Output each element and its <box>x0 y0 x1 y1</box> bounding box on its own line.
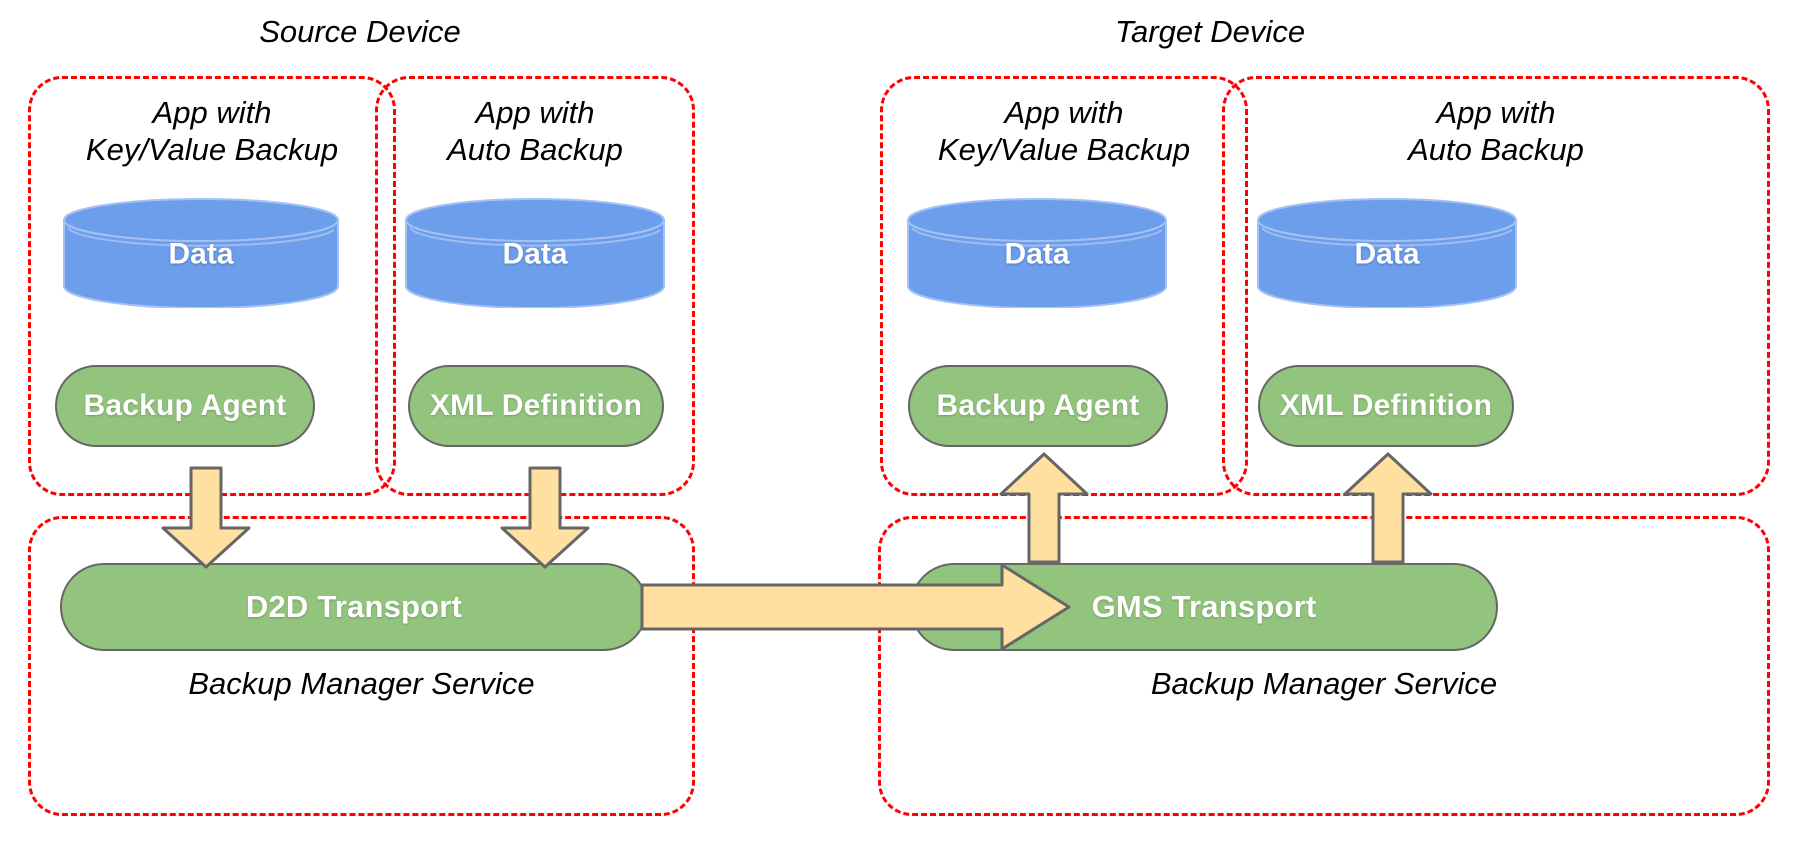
arrow-gms-to-xml-definition <box>1337 451 1439 565</box>
app-title-line1-target-kv: App with <box>1004 95 1124 130</box>
component-xml-definition-source[interactable]: XML Definition <box>408 365 664 447</box>
arrow-xml-definition-to-d2d <box>494 466 596 570</box>
arrow-down-icon <box>500 466 590 569</box>
component-backup-agent-target[interactable]: Backup Agent <box>908 365 1168 447</box>
cylinder-icon <box>1257 198 1517 308</box>
component-label-xml-definition-target: XML Definition <box>1279 389 1493 422</box>
arrow-right-icon <box>640 563 1071 651</box>
transport-d2d[interactable]: D2D Transport <box>60 563 648 651</box>
device-title-source: Source Device <box>259 14 461 49</box>
arrow-backup-agent-to-d2d <box>155 466 257 570</box>
app-title-line2-source-kv: Key/Value Backup <box>85 131 339 167</box>
app-container-target-auto <box>1222 76 1770 496</box>
data-cylinder-source-kv: Data <box>62 198 340 308</box>
cylinder-icon <box>405 198 665 308</box>
service-label-source: Backup Manager Service <box>188 666 535 701</box>
service-label-target: Backup Manager Service <box>1150 666 1498 701</box>
data-cylinder-target-auto: Data <box>1256 198 1518 308</box>
cylinder-icon <box>907 198 1167 308</box>
app-title-line1-source-kv: App with <box>152 95 272 130</box>
arrow-gms-to-backup-agent <box>993 451 1095 565</box>
device-title-target: Target Device <box>1114 14 1306 49</box>
app-title-line2-target-kv: Key/Value Backup <box>937 131 1191 167</box>
arrow-up-icon <box>1343 452 1433 564</box>
component-label-backup-agent-source: Backup Agent <box>83 389 287 422</box>
component-backup-agent-source[interactable]: Backup Agent <box>55 365 315 447</box>
arrow-down-icon <box>161 466 251 569</box>
app-title-line1-source-auto: App with <box>475 95 595 130</box>
component-label-xml-definition-source: XML Definition <box>429 389 643 422</box>
component-xml-definition-target[interactable]: XML Definition <box>1258 365 1514 447</box>
arrow-up-icon <box>999 452 1089 564</box>
service-container-source <box>28 516 695 816</box>
component-label-backup-agent-target: Backup Agent <box>936 389 1140 422</box>
app-title-line2-target-auto: Auto Backup <box>1408 131 1584 167</box>
transport-label-gms: GMS Transport <box>1091 589 1317 624</box>
app-title-line2-source-auto: Auto Backup <box>447 131 623 167</box>
service-container-target <box>878 516 1770 816</box>
transport-label-d2d: D2D Transport <box>245 589 463 624</box>
cylinder-icon <box>63 198 339 308</box>
data-cylinder-source-auto: Data <box>404 198 666 308</box>
arrow-d2d-to-gms <box>640 563 1072 651</box>
app-title-line1-target-auto: App with <box>1436 95 1556 130</box>
data-cylinder-target-kv: Data <box>906 198 1168 308</box>
